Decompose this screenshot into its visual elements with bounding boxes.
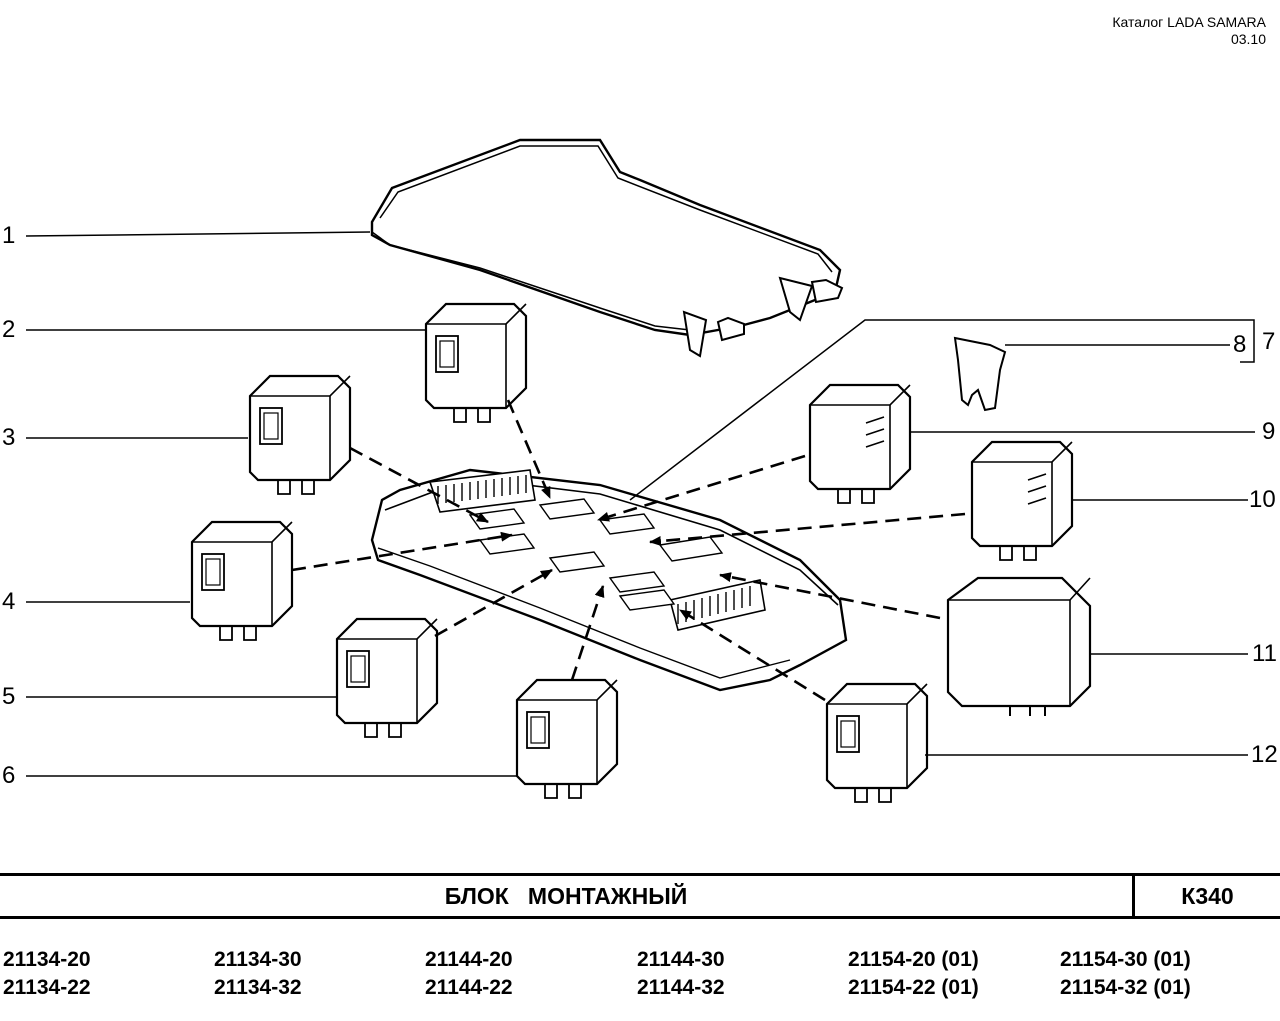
callout-5: 5 xyxy=(2,683,16,710)
catalog-date: 03.10 xyxy=(1230,31,1266,47)
relay-12 xyxy=(825,682,929,804)
section-code: К340 xyxy=(1181,883,1234,909)
title-bar: БЛОК МОНТАЖНЫЙ К340 xyxy=(0,873,1280,919)
model-code: 21154-30 (01) xyxy=(1060,948,1191,971)
relay-10 xyxy=(970,440,1074,562)
model-column: 21154-20 (01) 21154-22 (01) xyxy=(848,946,979,1002)
model-code: 21154-22 (01) xyxy=(848,976,979,999)
title-separator xyxy=(1132,876,1135,916)
model-code: 21134-22 xyxy=(3,976,91,999)
callout-7: 7 xyxy=(1262,328,1276,355)
relay-11-large xyxy=(946,576,1092,716)
model-code: 21134-20 xyxy=(3,948,91,971)
model-column: 21144-30 21144-32 xyxy=(637,946,725,1002)
model-column: 21134-20 21134-22 xyxy=(3,946,91,1002)
model-column: 21144-20 21144-22 xyxy=(425,946,513,1002)
callout-3: 3 xyxy=(2,424,16,451)
callout-6: 6 xyxy=(2,762,16,789)
relay-4 xyxy=(190,520,294,642)
leader-lines xyxy=(25,231,1255,777)
callout-12: 12 xyxy=(1251,741,1278,768)
model-code: 21144-32 xyxy=(637,976,725,999)
dashed-arrows xyxy=(291,399,966,702)
callout-10: 10 xyxy=(1249,486,1276,513)
cover xyxy=(370,138,844,358)
model-code: 21144-22 xyxy=(425,976,513,999)
model-code: 21144-20 xyxy=(425,948,513,971)
catalog-name: Каталог LADA SAMARA xyxy=(1112,14,1266,30)
catalog-header: Каталог LADA SAMARA 03.10 xyxy=(1112,14,1266,48)
callout-9: 9 xyxy=(1262,418,1276,445)
relay-9 xyxy=(808,383,912,505)
relay-3 xyxy=(248,374,352,496)
exploded-diagram xyxy=(25,138,1255,804)
relay-5 xyxy=(335,617,439,739)
callout-2: 2 xyxy=(2,316,16,343)
relay-6 xyxy=(515,678,619,800)
model-code: 21134-30 xyxy=(214,948,302,971)
mounting-block-base xyxy=(370,468,848,692)
model-code: 21154-32 (01) xyxy=(1060,976,1191,999)
page-title: БЛОК МОНТАЖНЫЙ xyxy=(444,883,688,909)
fuse-8 xyxy=(953,336,1007,412)
callout-4: 4 xyxy=(2,588,16,615)
model-column: 21134-30 21134-32 xyxy=(214,946,302,1002)
model-code: 21144-30 xyxy=(637,948,725,971)
model-code: 21154-20 (01) xyxy=(848,948,979,971)
model-column: 21154-30 (01) 21154-32 (01) xyxy=(1060,946,1191,1002)
callout-11: 11 xyxy=(1252,640,1277,667)
callout-8: 8 xyxy=(1233,331,1247,358)
model-code: 21134-32 xyxy=(214,976,302,999)
callout-1: 1 xyxy=(2,222,16,249)
